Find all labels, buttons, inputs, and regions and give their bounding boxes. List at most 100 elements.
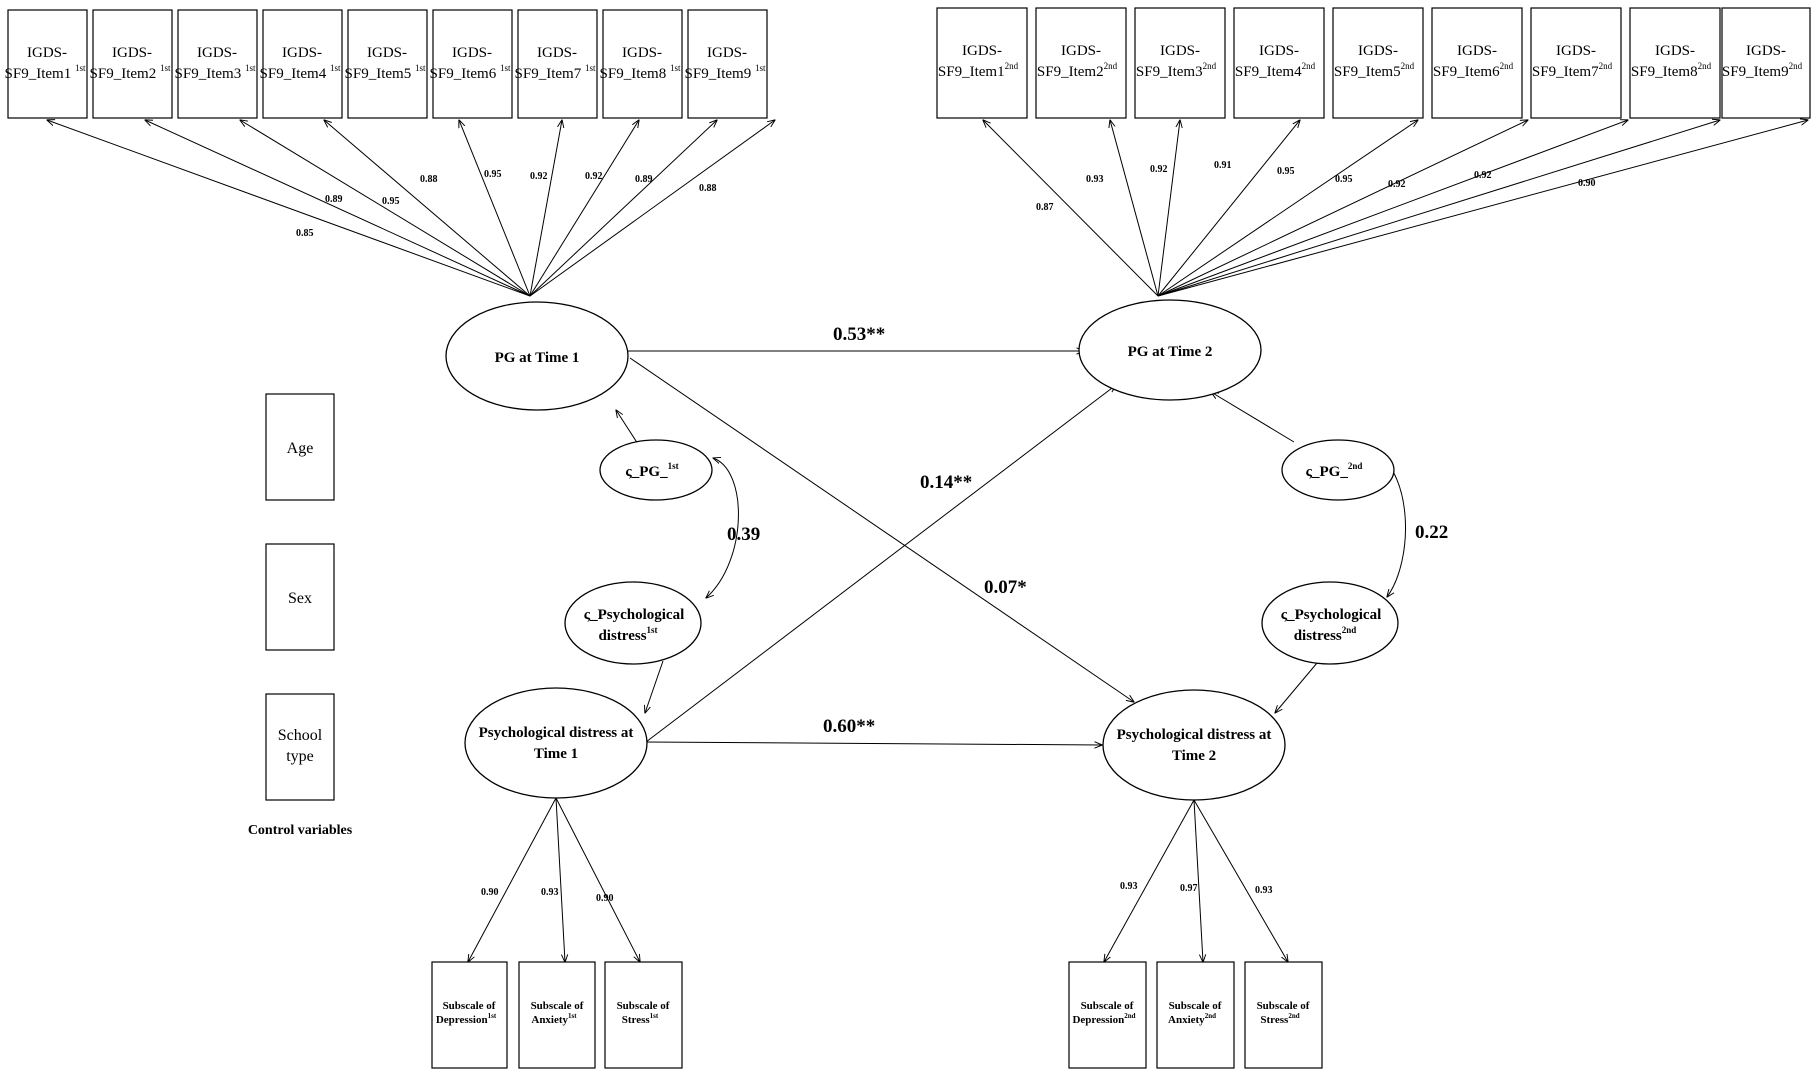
path-pd1-to-pd2	[645, 742, 1102, 745]
time1-item-2: IGDS- SF9_Item2 1st	[90, 9, 173, 119]
loading-value: 0.90	[481, 887, 499, 898]
loading-value: 0.93	[1255, 885, 1273, 896]
residual-label: ς_PG_2nd	[1306, 461, 1363, 480]
subscale-label: Depression2nd	[1072, 1012, 1135, 1026]
item-label: SF9_Item52nd	[1334, 61, 1415, 80]
item-label: IGDS-	[537, 45, 577, 61]
subscale-label: Subscale of	[1081, 1000, 1134, 1012]
subscale-label: Anxiety2nd	[1168, 1012, 1216, 1026]
item-label: IGDS-	[1259, 43, 1299, 59]
residual-pd2: ς_Psychological distress2nd	[1261, 581, 1399, 665]
time2-item-2: IGDS- SF9_Item22nd	[1035, 7, 1127, 119]
loading-value: 0.91	[1214, 160, 1232, 171]
subscale-label: Subscale of	[443, 1000, 496, 1012]
loading-arrow	[529, 120, 562, 297]
coef-cov-time1: 0.39	[727, 524, 760, 545]
residual-label: distress1st	[598, 625, 657, 644]
item-label: SF9_Item12nd	[938, 61, 1019, 80]
item-label: SF9_Item8 1st	[600, 63, 681, 82]
time1-item-5: IGDS- SF9_Item5 1st	[345, 9, 428, 119]
time1-item-6: IGDS- SF9_Item6 1st	[430, 9, 513, 119]
loading-arrow	[555, 797, 640, 962]
loading-arrow	[324, 120, 531, 297]
residual-label: distress2nd	[1294, 625, 1357, 644]
latent-pd1: Psychological distress at Time 1	[464, 687, 648, 799]
item-label: IGDS-	[707, 45, 747, 61]
item-label: SF9_Item2 1st	[90, 63, 171, 82]
loading-arrow	[529, 120, 775, 297]
time1-item-7: IGDS- SF9_Item7 1st	[515, 9, 598, 119]
coef-pg1-to-pd2: 0.07*	[984, 577, 1027, 598]
coef-pg-stability: 0.53**	[833, 324, 885, 345]
time2-item-8: IGDS- SF9_Item82nd	[1629, 7, 1721, 119]
loading-arrow	[47, 120, 531, 297]
residual-pd1: ς_Psychological distress1st	[564, 581, 702, 665]
loading-value: 0.93	[1086, 174, 1104, 185]
subscales-time2: Subscale of Depression2nd Subscale of An…	[1068, 961, 1323, 1069]
latent-pg1: PG at Time 1	[445, 301, 629, 411]
subscale-label: Subscale of	[531, 1000, 584, 1012]
loading-value: 0.93	[1120, 881, 1138, 892]
time1-loading-paths	[47, 120, 775, 297]
loading-value: 0.90	[596, 893, 614, 904]
item-label: IGDS-	[962, 43, 1002, 59]
loading-value: 0.85	[296, 228, 314, 239]
loading-arrow	[983, 120, 1159, 297]
subscale-loadings: 0.90 0.93 0.90 0.93 0.97 0.93	[481, 881, 1273, 904]
item-label: SF9_Item62nd	[1433, 61, 1514, 80]
item-label: IGDS-	[1358, 43, 1398, 59]
residual-label: ς_Psychological	[1281, 607, 1382, 623]
item-label: SF9_Item9 1st	[685, 63, 766, 82]
loading-arrow	[1157, 120, 1418, 297]
time1-indicators: IGDS- SF9_Item1 1st IGDS- SF9_Item2 1st …	[5, 9, 768, 119]
latent-pg2: PG at Time 2	[1078, 299, 1262, 401]
residual-pg1: ς_PG_1st	[599, 439, 713, 501]
item-label: IGDS-	[452, 45, 492, 61]
item-label: IGDS-	[27, 45, 67, 61]
loading-value: 0.89	[635, 174, 653, 185]
item-label: SF9_Item1 1st	[5, 63, 86, 82]
loading-arrow	[145, 120, 531, 297]
latent-pd2: Psychological distress at Time 2	[1102, 689, 1286, 801]
item-label: SF9_Item22nd	[1037, 61, 1118, 80]
subscale-label: Stress1st	[622, 1012, 659, 1026]
loading-arrow	[529, 120, 717, 297]
time1-item-9: IGDS- SF9_Item9 1st	[685, 9, 768, 119]
residual-label: ς_Psychological	[584, 607, 685, 623]
item-label: IGDS-	[1457, 43, 1497, 59]
structural-coefficients: 0.53** 0.60** 0.14** 0.07* 0.39 0.22	[727, 324, 1448, 737]
subscale-anxiety-time2: Subscale of Anxiety2nd	[1156, 961, 1235, 1069]
control-caption: Control variables	[248, 823, 353, 838]
time2-item-4: IGDS- SF9_Item42nd	[1233, 7, 1325, 119]
loading-value: 0.95	[1335, 174, 1353, 185]
path-pg1-to-pd2	[629, 357, 1134, 702]
time2-item-1: IGDS- SF9_Item12nd	[936, 7, 1028, 119]
item-label: SF9_Item3 1st	[175, 63, 256, 82]
item-label: IGDS-	[1655, 43, 1695, 59]
loading-value: 0.92	[1388, 179, 1406, 190]
latent-label: Time 1	[534, 746, 578, 762]
loading-arrow	[468, 797, 557, 962]
time2-item-9: IGDS- SF9_Item92nd	[1721, 7, 1811, 119]
loading-arrow	[1157, 120, 1528, 297]
path-resid-pg2	[1211, 392, 1295, 443]
loading-arrow	[1157, 120, 1720, 297]
control-age-box	[265, 393, 335, 501]
loading-value: 0.93	[541, 887, 559, 898]
subscale-label: Depression1st	[436, 1012, 497, 1026]
time2-indicators: IGDS- SF9_Item12nd IGDS- SF9_Item22nd IG…	[936, 7, 1811, 119]
item-label: IGDS-	[622, 45, 662, 61]
control-school-label: School	[278, 727, 323, 744]
item-label: SF9_Item42nd	[1235, 61, 1316, 80]
time2-item-7: IGDS- SF9_Item72nd	[1530, 7, 1622, 119]
structural-paths	[616, 351, 1406, 745]
subscale-stress-time1: Subscale of Stress1st	[604, 961, 683, 1069]
loading-arrow	[1193, 799, 1288, 962]
subscale-label: Stress2nd	[1260, 1012, 1299, 1026]
item-label: IGDS-	[112, 45, 152, 61]
time1-loadings: 0.85 0.89 0.95 0.88 0.95 0.92 0.92 0.89 …	[296, 169, 717, 239]
item-label: SF9_Item7 1st	[515, 63, 596, 82]
latent-label: PG at Time 2	[1128, 344, 1213, 360]
loading-value: 0.95	[484, 169, 502, 180]
loading-value: 0.95	[382, 196, 400, 207]
